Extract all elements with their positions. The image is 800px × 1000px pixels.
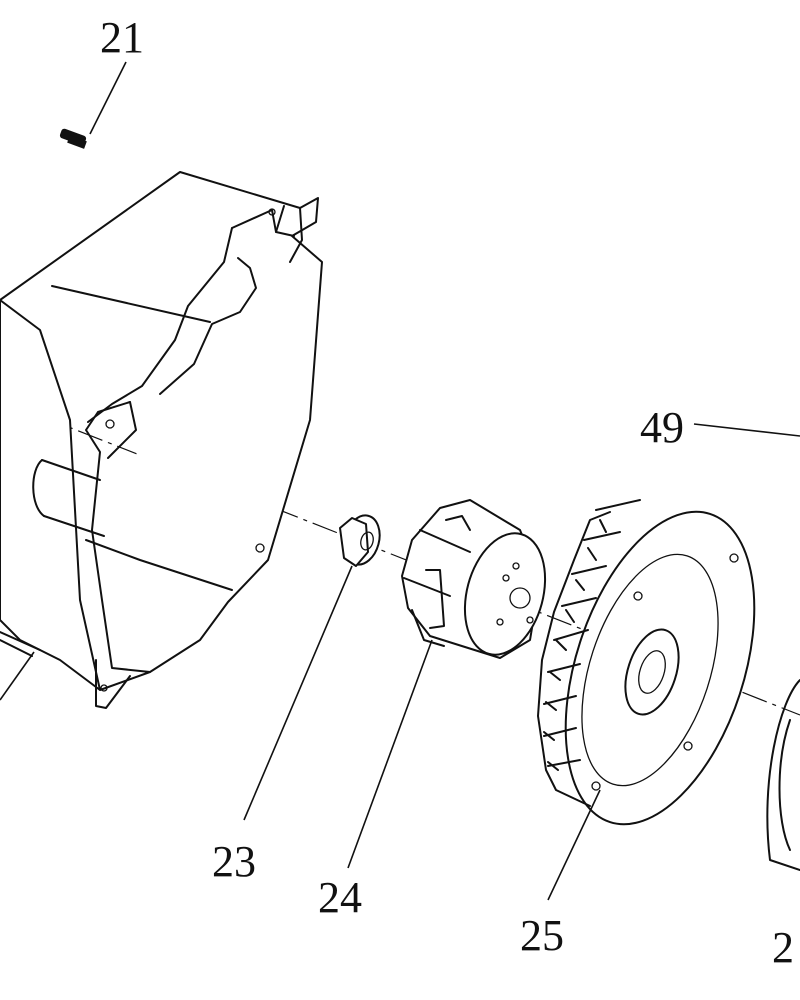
leader-left [0,651,35,701]
leader-23 [243,565,353,821]
callout-25: 25 [520,911,564,960]
leader-25 [547,789,601,901]
part-fan-shroud [0,171,323,709]
part-23-nut-washer [339,514,381,567]
callout-2x: 2 [772,923,794,972]
callout-23: 23 [212,837,256,886]
leader-24 [347,639,433,869]
leader-49 [693,423,800,437]
callout-21: 21 [100,13,144,62]
part-right-partial [766,679,800,871]
part-21-screw [59,128,87,149]
part-25-flywheel [537,499,756,826]
part-24-clutch-drum [401,499,547,659]
leader-21 [89,61,127,135]
callout-49: 49 [640,403,684,452]
callout-24: 24 [318,873,362,922]
